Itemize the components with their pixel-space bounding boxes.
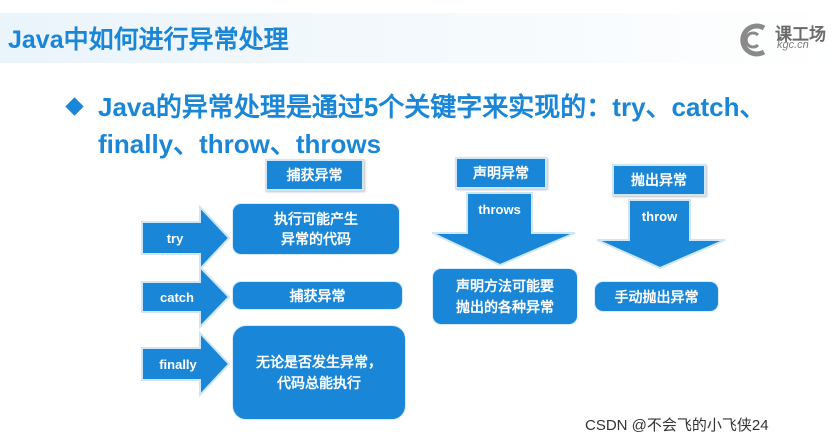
header-throw-exception: 抛出异常 xyxy=(612,164,706,196)
try-description: 执行可能产生 异常的代码 xyxy=(232,203,400,255)
header-declare-exception: 声明异常 xyxy=(455,157,547,189)
logo-text: 课工场 xyxy=(775,25,826,44)
bullet-text: Java的异常处理是通过5个关键字来实现的：try、catch、 finally… xyxy=(98,92,766,159)
slide-title: Java中如何进行异常处理 xyxy=(8,26,289,54)
watermark-text: CSDN @不会飞的小飞侠24 xyxy=(585,417,769,434)
throw-arrow-icon xyxy=(596,199,726,270)
keyword-throw: throw xyxy=(641,208,678,224)
finally-arrow-icon xyxy=(141,330,231,398)
throws-description: 声明方法可能要 抛出的各种异常 xyxy=(432,268,578,325)
throw-description: 手动抛出异常 xyxy=(594,281,719,312)
catch-arrow-icon xyxy=(141,264,231,330)
header-catch-exception: 捕获异常 xyxy=(265,159,364,191)
keyword-catch: catch xyxy=(160,289,194,305)
catch-description: 捕获异常 xyxy=(232,281,403,310)
finally-description: 无论是否发生异常， 代码总能执行 xyxy=(232,325,406,420)
throws-arrow-icon xyxy=(431,192,576,267)
logo-subtext: kgc.cn xyxy=(777,39,809,51)
keyword-try: try xyxy=(166,230,184,246)
title-band xyxy=(0,13,837,63)
try-arrow-icon xyxy=(141,204,231,272)
keyword-finally: finally xyxy=(159,356,197,372)
keyword-throws: throws xyxy=(478,201,521,217)
logo-icon xyxy=(740,23,766,57)
